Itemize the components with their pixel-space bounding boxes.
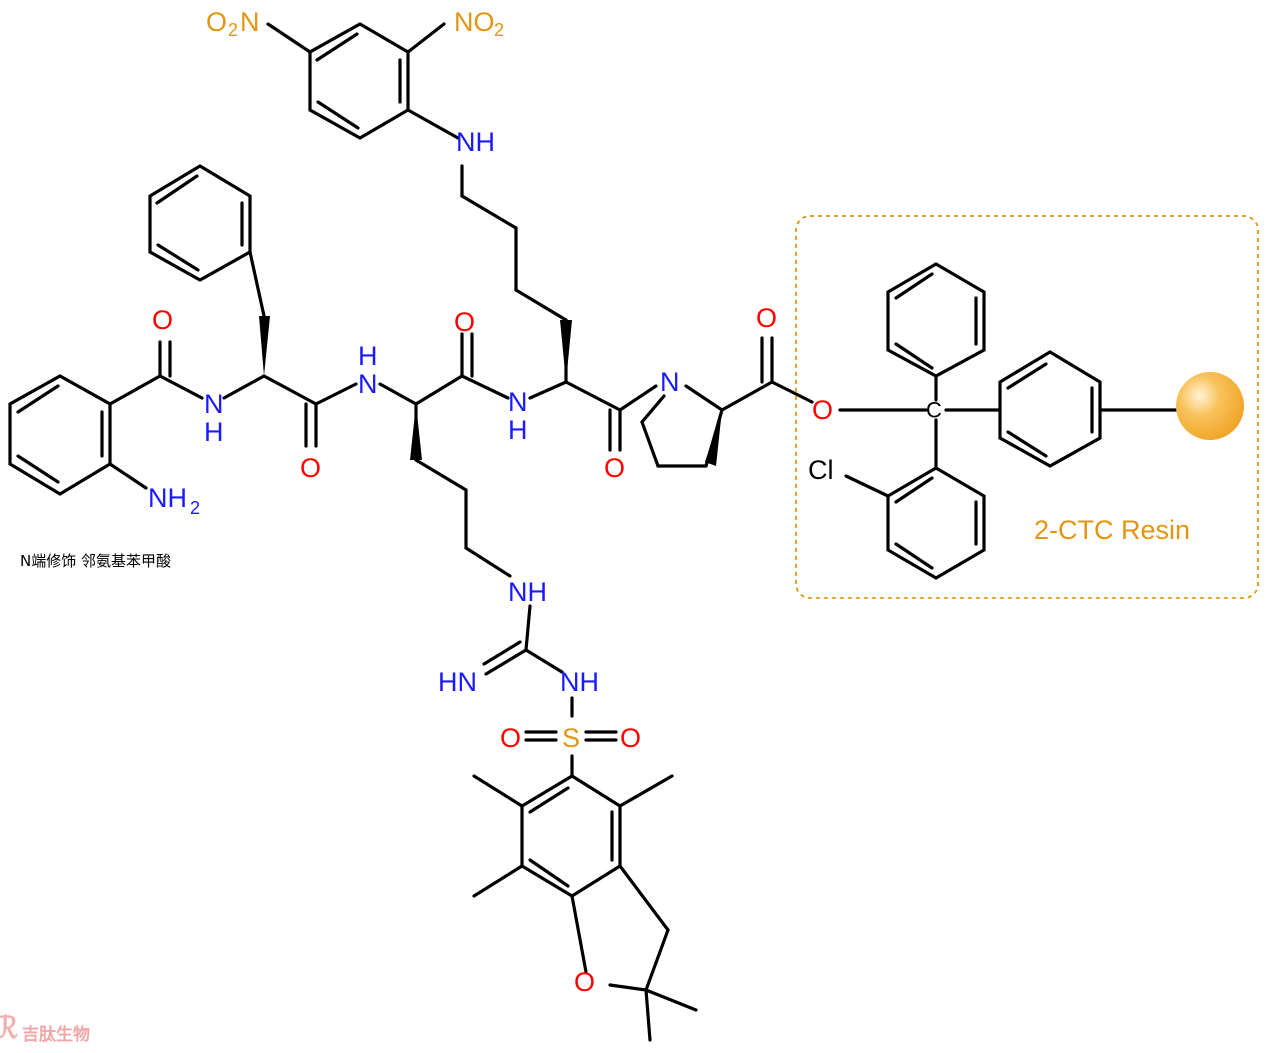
- trityl-ring-bottom: [886, 466, 986, 580]
- lys-wedge: [560, 320, 572, 382]
- anthranilic-ring: [8, 374, 112, 496]
- nh-dnp-label: NH: [456, 127, 495, 157]
- c-trityl-label: C: [926, 398, 942, 423]
- cl-label: Cl: [808, 455, 834, 485]
- o-lys-label: O: [604, 453, 625, 483]
- nh-guan2-label: NH: [560, 667, 599, 697]
- nh2-sub-label: 2: [190, 498, 200, 518]
- nh2-label: NH: [148, 483, 187, 513]
- dnp-ring: [308, 22, 410, 140]
- nh-arg-h-label: H: [358, 341, 378, 371]
- stereo-wedges: [259, 316, 722, 466]
- pbf-ring: [520, 774, 622, 898]
- n-terminal-note: N端修饰 邻氨基苯甲酸: [20, 552, 171, 570]
- phe-wedge: [259, 316, 270, 376]
- nh-lys-n-label: N: [508, 387, 528, 417]
- resin-bead: [1176, 372, 1244, 440]
- o-arg-label: O: [454, 307, 475, 337]
- pro-wedge: [705, 410, 722, 466]
- o-furan-label: O: [574, 967, 595, 997]
- resin-box: [795, 215, 1259, 599]
- nh-arg-n-label: N: [358, 369, 378, 399]
- trityl-ring-right: [998, 350, 1102, 468]
- nh-phe-h-label: H: [204, 417, 224, 447]
- o2n-o-label: O: [206, 7, 227, 37]
- resin-label: 2-CTC Resin: [1034, 515, 1190, 545]
- nh-phe-n-label: N: [204, 389, 224, 419]
- nh-lys-h-label: H: [508, 415, 528, 445]
- nh-guan1-label: NH: [508, 577, 547, 607]
- o-pro-label: O: [756, 303, 777, 333]
- o-anthranilic-label: O: [152, 305, 173, 335]
- n-pro-label: N: [660, 367, 680, 397]
- o-sulfonyl1-label: O: [500, 723, 521, 753]
- phe-ring: [148, 164, 252, 282]
- watermark: ℛ 吉肽生物: [0, 1011, 90, 1046]
- o-ester-label: O: [812, 395, 833, 425]
- atom-labels: O 2 N NO 2 NH O N H NH 2 O H N O NH HN N…: [148, 7, 942, 997]
- no2-n-label: NO: [454, 7, 495, 37]
- o-sulfonyl2-label: O: [620, 723, 641, 753]
- watermark-logo-glyph: ℛ: [0, 1011, 18, 1046]
- hn-guan-label: HN: [438, 667, 477, 697]
- trityl-ring-top: [886, 262, 986, 378]
- o2n-sub-label: 2: [228, 20, 238, 40]
- bond-lines: [8, 22, 1180, 1042]
- o-phe-label: O: [300, 453, 321, 483]
- no2-sub-label: 2: [494, 20, 504, 40]
- arg-wedge: [410, 404, 422, 460]
- o2n-n-label: N: [240, 7, 260, 37]
- sulfur-label: S: [562, 723, 580, 753]
- watermark-text: 吉肽生物: [22, 1024, 90, 1045]
